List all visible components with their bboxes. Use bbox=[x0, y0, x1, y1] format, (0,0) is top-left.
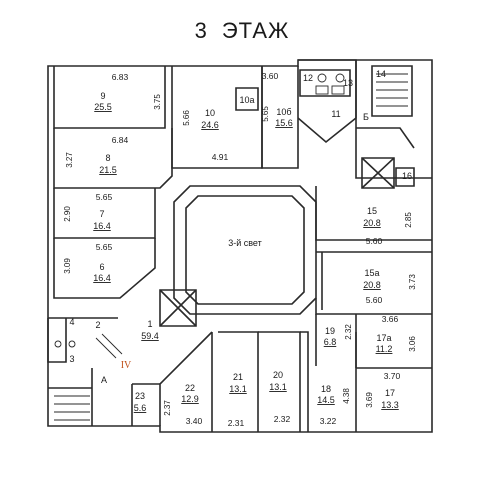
dimension-label: 2.37 bbox=[163, 400, 172, 416]
dimension-label: 4.91 bbox=[212, 152, 229, 162]
room-number: 17 bbox=[385, 388, 395, 398]
room-number: 11 bbox=[331, 109, 340, 119]
room-number: 6 bbox=[99, 262, 104, 272]
floor-title: 3 ЭТАЖ bbox=[0, 18, 484, 44]
room-number: 10 bbox=[205, 108, 215, 118]
room-number: 7 bbox=[99, 209, 104, 219]
room-area: 14.5 bbox=[317, 395, 335, 405]
vertical-dimensions: 3.75 3.27 2.90 3.09 5.66 5.65 2.85 3.73 … bbox=[63, 94, 417, 416]
room-area: 13.3 bbox=[381, 400, 399, 410]
room-area: 24.6 bbox=[201, 120, 219, 130]
dimension-label: 2.31 bbox=[228, 418, 245, 428]
floor-number: 3 bbox=[194, 18, 208, 43]
dimension-label: 3.09 bbox=[63, 258, 72, 274]
room-area: 16.4 bbox=[93, 221, 111, 231]
dimension-label: 3.27 bbox=[65, 152, 74, 168]
dimension-label: 5.65 bbox=[96, 242, 113, 252]
room-area: 25.5 bbox=[94, 102, 112, 112]
stair-hatching bbox=[54, 73, 408, 421]
dimension-label: 3.22 bbox=[320, 416, 337, 426]
room-number: 22 bbox=[185, 383, 195, 393]
dimension-label: 3.69 bbox=[365, 392, 374, 408]
dimension-label: 2.32 bbox=[344, 324, 353, 340]
room-number: 15 bbox=[367, 206, 377, 216]
room-number: 16 bbox=[402, 171, 412, 181]
room-number: 19 bbox=[325, 326, 335, 336]
dimension-label: 3.70 bbox=[384, 371, 401, 381]
room-area: 11.2 bbox=[376, 344, 393, 354]
dimension-label: 5.60 bbox=[366, 236, 383, 246]
room-number: 4 bbox=[69, 317, 74, 327]
room-number: 21 bbox=[233, 372, 243, 382]
dimension-label: 5.66 bbox=[182, 110, 191, 126]
room-number: 10б bbox=[276, 107, 291, 117]
dimension-label: 3.60 bbox=[262, 71, 279, 81]
room-number: A bbox=[101, 375, 107, 385]
dimension-label: 3.73 bbox=[408, 274, 417, 290]
dimension-label: 3.40 bbox=[186, 416, 203, 426]
dimension-label: 2.85 bbox=[404, 212, 413, 228]
room-area: 13.1 bbox=[229, 384, 247, 394]
dimension-label: 6.83 bbox=[112, 72, 129, 82]
room-number: 10а bbox=[239, 95, 254, 105]
room-area: 15.6 bbox=[275, 118, 293, 128]
plumbing-fixtures bbox=[54, 73, 345, 348]
horizontal-dimensions: 6.83 6.84 5.65 5.65 3.60 4.91 5.60 5.60 … bbox=[96, 71, 401, 428]
dimension-label: 3.66 bbox=[382, 314, 399, 324]
dimension-label: 4.38 bbox=[342, 388, 351, 404]
room-number: 14 bbox=[376, 69, 386, 79]
room-area: 13.1 bbox=[269, 382, 287, 392]
room-area: 5.6 bbox=[134, 403, 147, 413]
room-number: Б bbox=[363, 112, 369, 122]
room-number: 3 bbox=[69, 354, 74, 364]
room-numbers: 9 8 7 6 10 10а 10б 11 12 13 Б 14 16 15 1… bbox=[69, 69, 412, 401]
room-number: 1 bbox=[147, 319, 152, 329]
dimension-label: 3.06 bbox=[408, 336, 417, 352]
dimension-label: 5.60 bbox=[366, 295, 383, 305]
room-number: 17а bbox=[376, 333, 391, 343]
floor-word: ЭТАЖ bbox=[221, 18, 290, 43]
room-number: 15а bbox=[364, 268, 379, 278]
room-area: 20.8 bbox=[363, 218, 381, 228]
room-area: 21.5 bbox=[99, 165, 117, 175]
dimension-label: 5.65 bbox=[96, 192, 113, 202]
room-number: 2 bbox=[95, 320, 100, 330]
dimension-label: 2.32 bbox=[274, 414, 291, 424]
room-number: 23 bbox=[135, 391, 145, 401]
room-number: 8 bbox=[105, 153, 110, 163]
room-area: 20.8 bbox=[363, 280, 381, 290]
room-area: 12.9 bbox=[181, 394, 199, 404]
walls bbox=[47, 59, 433, 433]
room-number: 20 bbox=[273, 370, 283, 380]
room-number: 18 bbox=[321, 384, 331, 394]
room-area: 6.8 bbox=[324, 337, 337, 347]
dimension-label: 5.65 bbox=[261, 106, 270, 122]
stair-label: IV bbox=[121, 360, 132, 371]
dimension-label: 2.90 bbox=[63, 206, 72, 222]
room-number: 9 bbox=[100, 91, 105, 101]
dimension-label: 3.75 bbox=[153, 94, 162, 110]
room-number: 13 bbox=[343, 78, 353, 88]
room-number: 12 bbox=[303, 73, 313, 83]
atrium-label: 3-й свет bbox=[228, 238, 262, 248]
room-areas: 25.5 21.5 16.4 16.4 24.6 15.6 20.8 20.8 … bbox=[93, 102, 399, 413]
dimension-label: 6.84 bbox=[112, 135, 129, 145]
room-area: 16.4 bbox=[93, 273, 111, 283]
room-area: 59.4 bbox=[141, 331, 159, 341]
